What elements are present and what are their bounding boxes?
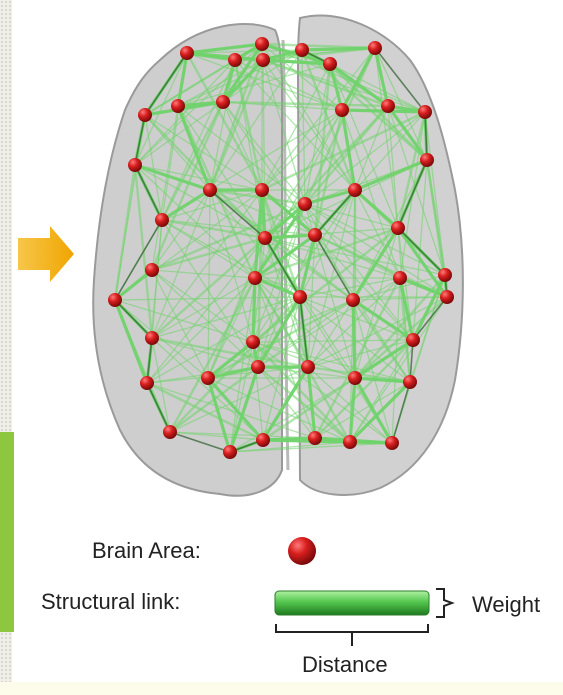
brain-area-node xyxy=(393,271,407,285)
brain-area-node xyxy=(251,360,265,374)
brain-area-label: Brain Area: xyxy=(92,538,201,564)
brain-area-node xyxy=(420,153,434,167)
brain-area-node xyxy=(216,95,230,109)
brain-area-node xyxy=(255,37,269,51)
brain-area-node xyxy=(308,228,322,242)
brain-area-node xyxy=(145,331,159,345)
brain-area-node xyxy=(246,335,260,349)
brain-area-node xyxy=(258,231,272,245)
brain-area-node xyxy=(201,371,215,385)
legend-node-icon xyxy=(288,537,316,565)
brain-area-node xyxy=(403,375,417,389)
brain-area-node xyxy=(180,46,194,60)
brain-area-node xyxy=(256,433,270,447)
brain-area-node xyxy=(381,99,395,113)
brain-area-node xyxy=(293,290,307,304)
brain-area-node xyxy=(255,183,269,197)
brain-area-node xyxy=(308,431,322,445)
brain-area-node xyxy=(203,183,217,197)
distance-bracket-icon xyxy=(276,624,428,646)
brain-area-node xyxy=(171,99,185,113)
brain-area-node xyxy=(140,376,154,390)
brain-area-node xyxy=(163,425,177,439)
weight-brace-icon xyxy=(436,589,452,617)
brain-area-node xyxy=(346,293,360,307)
legend-link-icon xyxy=(275,591,429,615)
brain-area-node xyxy=(438,268,452,282)
brain-area-node xyxy=(406,333,420,347)
brain-area-node xyxy=(391,221,405,235)
brain-area-node xyxy=(323,57,337,71)
brain-area-node xyxy=(343,435,357,449)
brain-area-node xyxy=(298,197,312,211)
brain-area-node xyxy=(248,271,262,285)
brain-area-node xyxy=(348,183,362,197)
brain-area-node xyxy=(301,360,315,374)
brain-area-node xyxy=(440,290,454,304)
structural-link-label: Structural link: xyxy=(41,589,180,615)
brain-area-node xyxy=(128,158,142,172)
brain-area-node xyxy=(145,263,159,277)
distance-label: Distance xyxy=(302,652,388,678)
brain-area-node xyxy=(348,371,362,385)
brain-area-node xyxy=(418,105,432,119)
pointer-arrow-icon xyxy=(18,226,74,282)
weight-label: Weight xyxy=(472,592,540,618)
brain-area-node xyxy=(295,43,309,57)
brain-area-node xyxy=(335,103,349,117)
brain-area-node xyxy=(368,41,382,55)
brain-area-node xyxy=(155,213,169,227)
brain-area-node xyxy=(138,108,152,122)
brain-area-node xyxy=(108,293,122,307)
brain-area-node xyxy=(385,436,399,450)
brain-area-node xyxy=(256,53,270,67)
brain-area-node xyxy=(228,53,242,67)
brain-area-node xyxy=(223,445,237,459)
